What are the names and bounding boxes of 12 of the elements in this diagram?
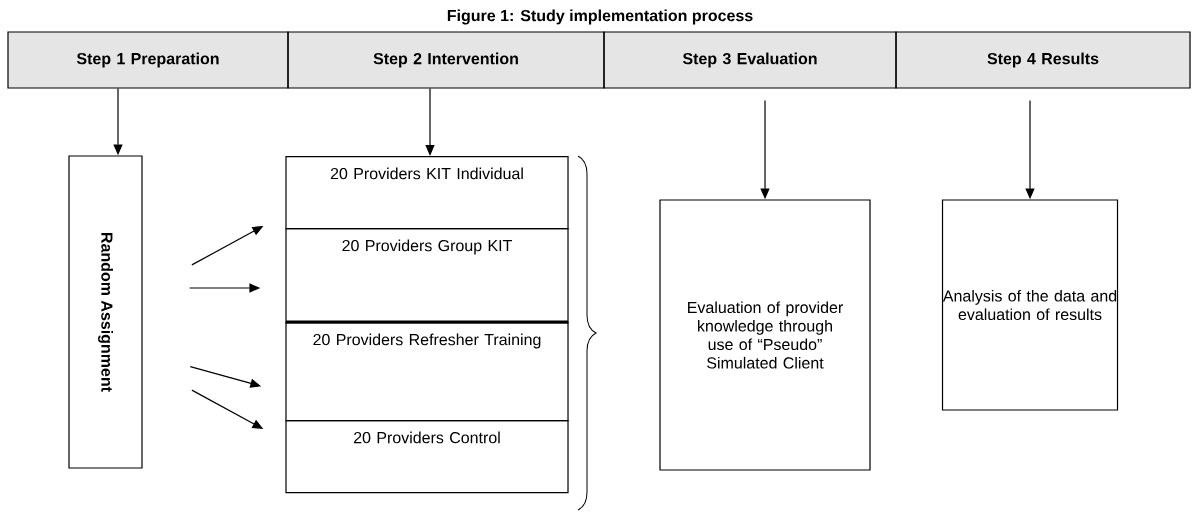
- diagram-title: Figure 1: Study implementation process: [447, 9, 753, 25]
- process-box: Evaluation of provider knowledge through use of “Pseudo” Simulated Client: [659, 199, 871, 471]
- group-box: 20 Providers Group KIT: [285, 228, 569, 324]
- group-box: 20 Providers Refresher Training: [285, 322, 569, 422]
- process-box: Analysis of the data and evaluation of results: [941, 199, 1119, 411]
- group-box: 20 Providers Control: [285, 420, 569, 494]
- step-header: Step 4 Results: [895, 31, 1191, 89]
- process-box: Random Assignment: [68, 155, 143, 469]
- group-box: 20 Providers KIT Individual: [285, 156, 569, 230]
- step-header: Step 3 Evaluation: [603, 31, 897, 89]
- step-header: Step 2 Intervention: [287, 31, 605, 89]
- step-header: Step 1 Preparation: [7, 31, 289, 89]
